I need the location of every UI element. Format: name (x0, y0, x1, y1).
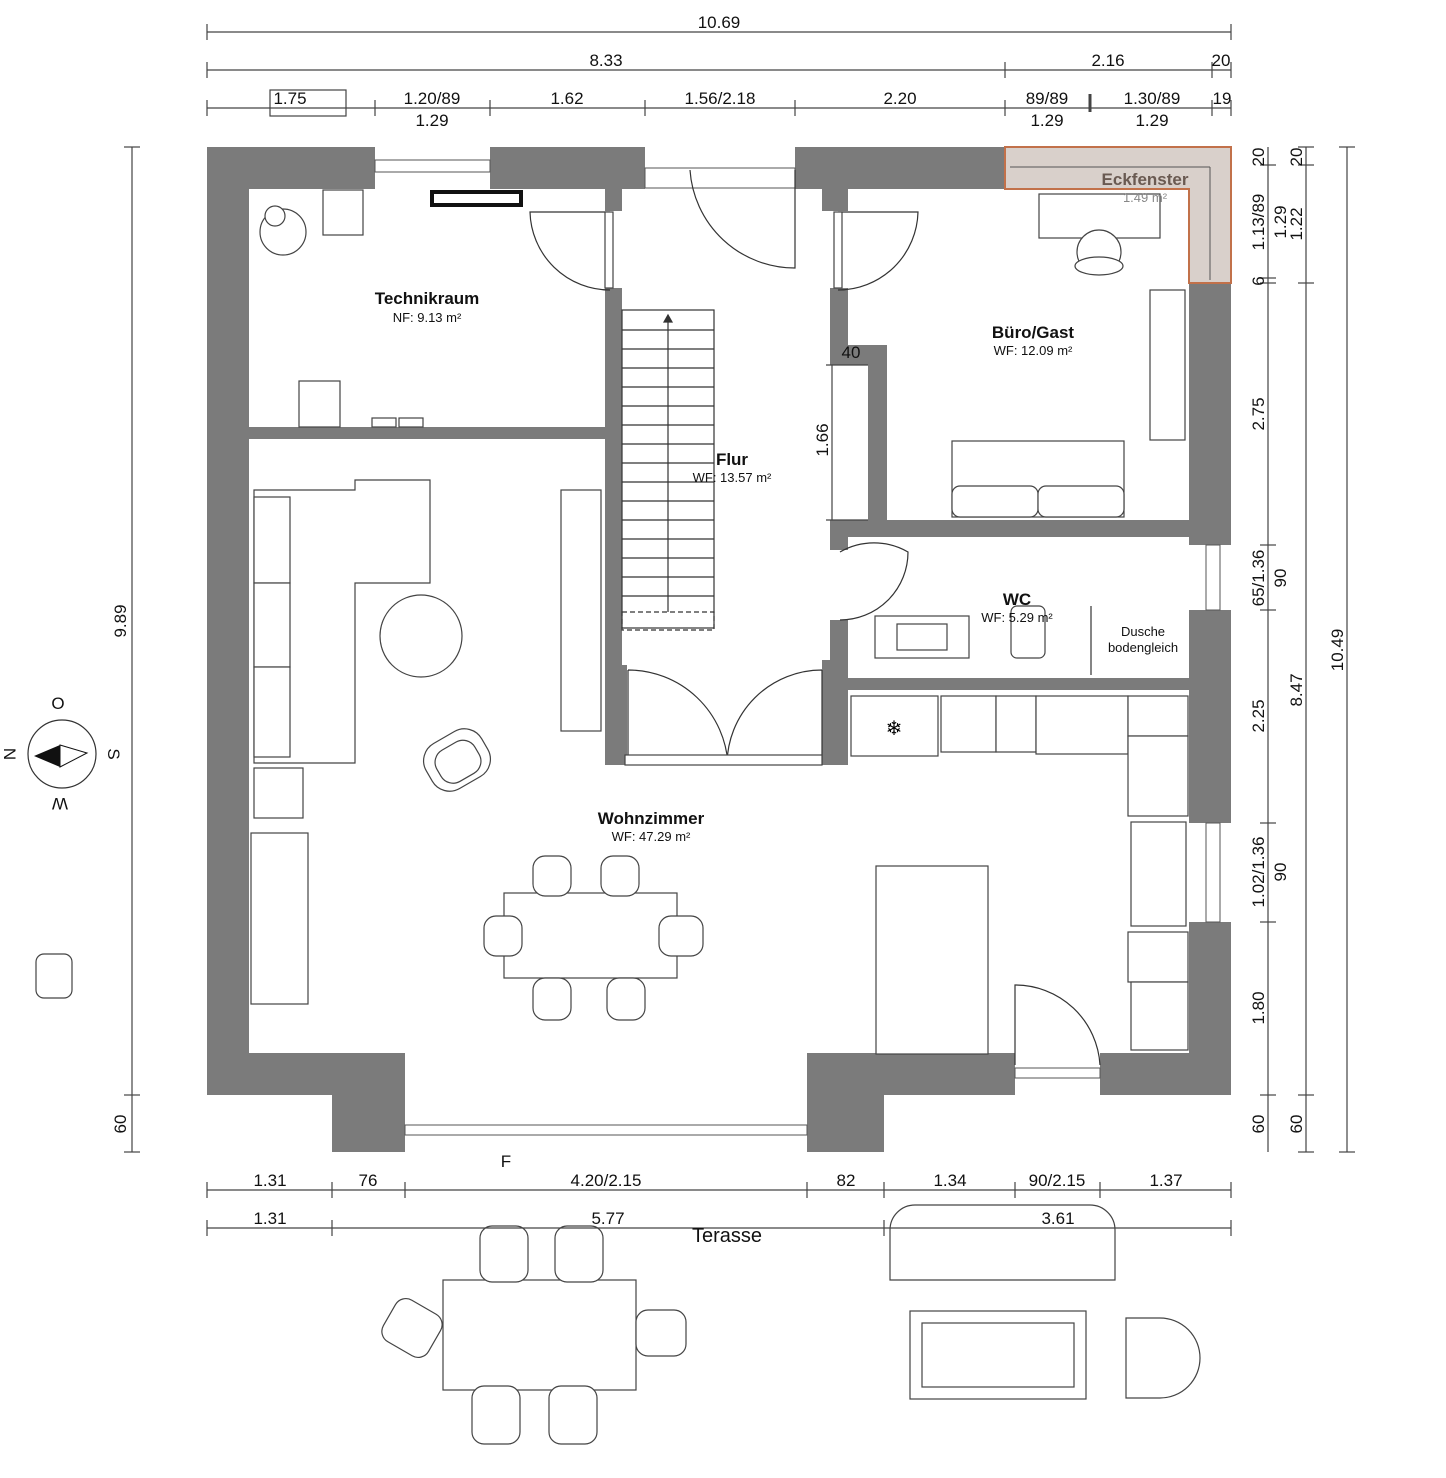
dim-label: 1.34 (933, 1171, 966, 1190)
eckfenster-label: Eckfenster (1102, 170, 1189, 189)
dim-label: 82 (837, 1171, 856, 1190)
dusche-label: Dusche (1121, 624, 1165, 639)
door-swings (529, 169, 1101, 1066)
dim-label: 1.56/2.18 (685, 89, 756, 108)
dim-label: 1.80 (1249, 991, 1268, 1024)
dim-label: 90 (1271, 863, 1290, 882)
dim-label: 9.89 (111, 604, 130, 637)
dusche-sublabel: bodengleich (1108, 640, 1178, 655)
dim-top-20: 20 (1212, 51, 1231, 70)
room-wohnzimmer: Wohnzimmer (598, 809, 705, 828)
terasse-label: Terasse (692, 1225, 762, 1247)
compass-s: S (104, 748, 123, 759)
dim-label: 1.75 (273, 89, 306, 108)
left-dimensions: 9.89 60 (111, 146, 140, 1153)
dim-label: 1.29 (415, 111, 448, 130)
dim-label: 1.20/89 (404, 89, 461, 108)
dim-label: 4.20/2.15 (571, 1171, 642, 1190)
dim-label: 60 (1249, 1115, 1268, 1134)
bottom-dimensions: 1.31 76 4.20/2.15 82 1.34 90/2.15 1.37 1… (206, 1152, 1232, 1247)
shaft-dimensions: 40 1.66 (813, 343, 868, 521)
freezer-icon: ❄ (886, 718, 903, 740)
dim-label: 2.25 (1249, 699, 1268, 732)
terrace-furniture (381, 1204, 1201, 1445)
area-technikraum: NF: 9.13 m² (393, 310, 462, 325)
dim-label: 60 (1287, 1115, 1306, 1134)
eckfenster: Eckfenster 1.49 m² (1004, 146, 1232, 284)
right-dimensions: 20 1.13/89 6 2.75 65/1.36 2.25 1.02/1.36… (1249, 146, 1355, 1153)
dim-label: 65/1.36 (1249, 550, 1268, 607)
dim-label: 1.29 (1271, 205, 1290, 238)
dim-label: 20 (1287, 148, 1306, 167)
room-wc: WC (1003, 590, 1031, 609)
dim-label: 1.66 (813, 423, 832, 456)
area-wohnzimmer: WF: 47.29 m² (612, 829, 691, 844)
dim-label: 3.61 (1041, 1209, 1074, 1228)
dim-label: 8.47 (1287, 673, 1306, 706)
room-buero: Büro/Gast (992, 323, 1075, 342)
dim-label: 1.02/1.36 (1249, 837, 1268, 908)
dim-top-total: 10.69 (698, 13, 741, 32)
dim-top-8-33: 8.33 (589, 51, 622, 70)
compass: O N S W (0, 694, 123, 813)
room-labels: Technikraum NF: 9.13 m² Flur WF: 13.57 m… (375, 289, 1178, 844)
room-flur: Flur (716, 450, 748, 469)
dim-label: 19 (1213, 89, 1232, 108)
dim-label: 1.37 (1149, 1171, 1182, 1190)
area-buero: WF: 12.09 m² (994, 343, 1073, 358)
windows (374, 159, 1221, 1136)
dim-label: 89/89 (1026, 89, 1069, 108)
dim-label: 1.29 (1135, 111, 1168, 130)
compass-n: N (0, 748, 19, 760)
dim-label: 40 (842, 343, 861, 362)
dim-label: 1.31 (253, 1209, 286, 1228)
dim-label: 1.30/89 (1124, 89, 1181, 108)
f-label: F (501, 1152, 511, 1171)
dim-label: 90 (1271, 569, 1290, 588)
dim-label: 6 (1249, 276, 1268, 285)
dim-label: 60 (111, 1115, 130, 1134)
area-flur: WF: 13.57 m² (693, 470, 772, 485)
dim-label: 90/2.15 (1029, 1171, 1086, 1190)
dim-label: 1.31 (253, 1171, 286, 1190)
dim-label: 1.62 (550, 89, 583, 108)
top-dimensions: 10.69 8.33 2.16 20 1.75 1.20/89 1.62 1.5… (206, 13, 1232, 130)
area-wc: WF: 5.29 m² (981, 610, 1053, 625)
dim-label: 20 (1249, 148, 1268, 167)
furniture: ❄ (35, 189, 1189, 1055)
walls (207, 147, 1231, 1152)
dim-label: 1.22 (1287, 207, 1306, 240)
dim-label: 1.29 (1030, 111, 1063, 130)
room-technikraum: Technikraum (375, 289, 480, 308)
dim-label: 2.75 (1249, 397, 1268, 430)
dim-label: 2.20 (883, 89, 916, 108)
dim-label: 10.49 (1328, 629, 1347, 672)
compass-w: W (52, 794, 68, 813)
compass-o: O (51, 694, 64, 713)
eckfenster-area: 1.49 m² (1123, 190, 1168, 205)
dim-label: 5.77 (591, 1209, 624, 1228)
dim-top-2-16: 2.16 (1091, 51, 1124, 70)
dim-label: 76 (359, 1171, 378, 1190)
dim-label: 1.13/89 (1249, 194, 1268, 251)
staircase (621, 309, 715, 631)
